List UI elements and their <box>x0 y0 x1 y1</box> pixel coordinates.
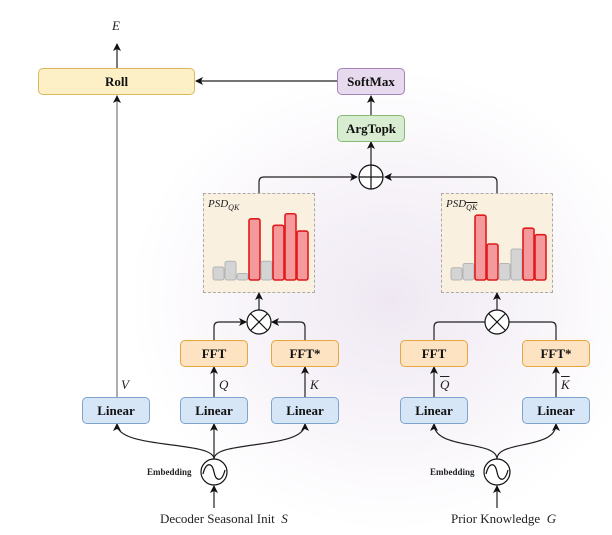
psd-qk-bar-bar-7 <box>534 233 547 281</box>
linear-box-q-bar: Linear <box>400 397 468 424</box>
fft-box-left: FFT <box>180 340 248 367</box>
label-q-bar: Q <box>440 377 450 392</box>
psd-qk-bar-6 <box>284 212 297 281</box>
arrow-psd-left-to-oplus <box>258 173 358 193</box>
psd-qk-bar-0 <box>212 266 225 281</box>
embedding-icon-right <box>483 458 511 486</box>
psd-qk-bars <box>212 212 309 281</box>
psd-qk-bar-bar-2 <box>474 214 487 281</box>
fft-conj-box-right: FFT* <box>522 340 590 367</box>
psd-qk-bar-5 <box>272 224 285 281</box>
line-fftconj-to-otimes-right <box>509 321 557 340</box>
roll-box: Roll <box>38 68 195 95</box>
softmax-box: SoftMax <box>337 68 405 95</box>
psd-qk-bar-bar-3 <box>486 243 499 281</box>
label-k: K <box>310 377 319 392</box>
input-caption-right: Prior Knowledge G <box>451 511 557 526</box>
psd-qk-bar-label: PSDQK <box>446 198 478 213</box>
psd-qk-bar-bar-6 <box>522 227 535 281</box>
linear-box-k: Linear <box>271 397 339 424</box>
arrow-embed-to-linear-kbar <box>496 423 560 460</box>
embedding-label-left: Embedding <box>147 467 192 477</box>
add-operator-icon <box>358 164 384 190</box>
label-v: V <box>121 377 129 392</box>
fft-box-right: FFT <box>400 340 468 367</box>
arrow-embed-to-linear-qbar <box>430 423 498 460</box>
arrow-psd-right-to-oplus <box>384 173 498 193</box>
linear-box-k-bar: Linear <box>522 397 590 424</box>
psd-qk-bar-3 <box>248 217 261 281</box>
psd-qk-bar-2 <box>236 273 249 281</box>
psd-qk-bar-1 <box>224 260 237 281</box>
embedding-label-right: Embedding <box>430 467 475 477</box>
embedding-icon-left <box>200 458 228 486</box>
psd-qk-bar-7 <box>296 230 309 281</box>
multiply-operator-icon-right <box>484 309 510 335</box>
argtopk-box: ArgTopk <box>337 115 405 142</box>
label-q: Q <box>219 377 229 392</box>
multiply-operator-icon-left <box>246 309 272 335</box>
psd-qk-bar-panel: PSDQK <box>441 193 553 293</box>
output-label-e: E <box>112 18 120 33</box>
psd-qk-bar-bars <box>450 214 547 281</box>
psd-qk-bar-4 <box>260 260 273 281</box>
psd-qk-panel: PSDQK <box>203 193 315 293</box>
linear-box-q: Linear <box>180 397 248 424</box>
arrow-fftconj-to-otimes-left <box>271 318 306 340</box>
psd-qk-bar-bar-5 <box>510 248 523 281</box>
psd-qk-label: PSDQK <box>208 198 240 213</box>
line-fft-to-otimes-right <box>433 321 485 340</box>
linear-box-v: Linear <box>82 397 150 424</box>
fft-conj-box-left: FFT* <box>271 340 339 367</box>
label-k-bar: K <box>561 377 570 392</box>
input-caption-left: Decoder Seasonal Init S <box>160 511 288 526</box>
psd-qk-bar-bar-4 <box>498 262 511 281</box>
arrow-embed-to-linear-k <box>213 423 309 460</box>
arrow-fft-to-otimes-left <box>213 318 247 340</box>
arrow-embed-to-linear-v <box>113 423 215 460</box>
psd-qk-bar-bar-1 <box>462 262 475 281</box>
psd-qk-bar-bar-0 <box>450 267 463 281</box>
